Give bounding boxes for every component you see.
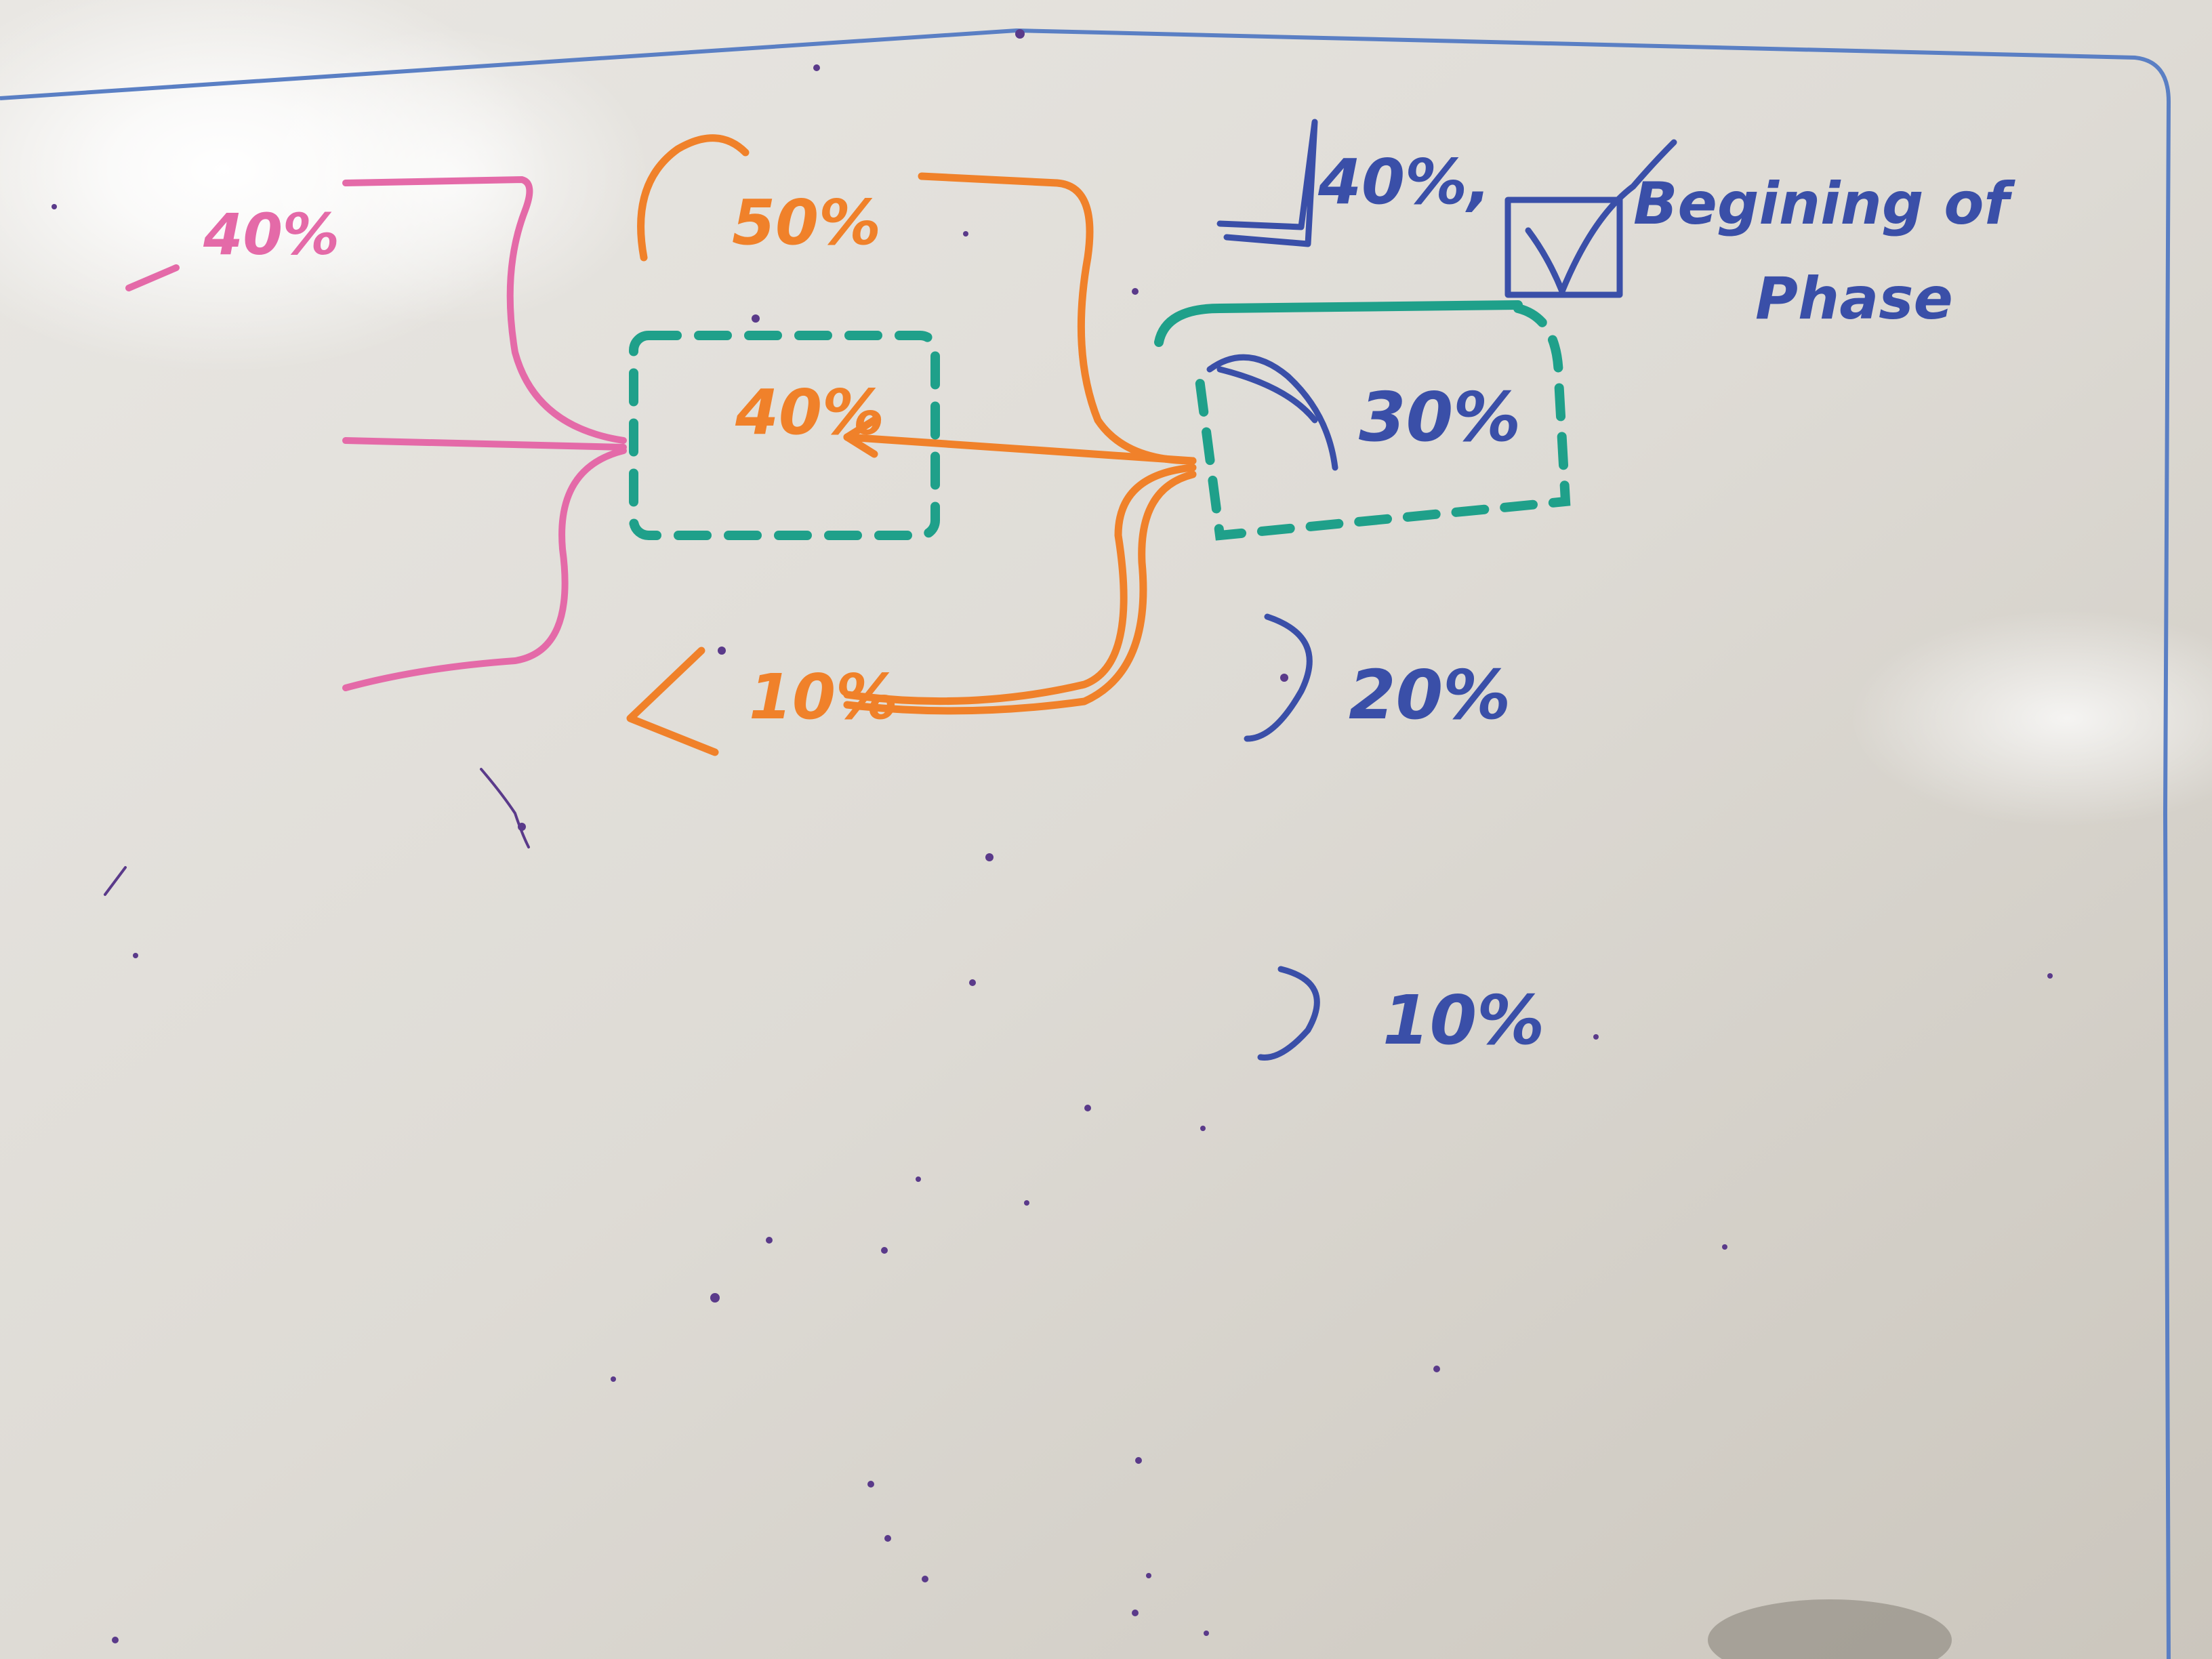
orange-arrows: [626, 134, 1197, 756]
teal-dashed-box-left: [629, 331, 940, 540]
blue-label-20: 20%: [1349, 655, 1511, 735]
orange-label-center-40: 40%: [735, 376, 884, 449]
orange-label-10: 10%: [749, 661, 898, 733]
board-specks: [52, 29, 2053, 1643]
board-frame-line: [0, 28, 2171, 1659]
blue-marks: [1206, 119, 1338, 1061]
orange-label-50: 50%: [732, 186, 881, 259]
board-scratches: [104, 768, 530, 896]
checked-box-icon: [1504, 139, 1677, 298]
note-line-1: Begining of: [1633, 170, 2015, 238]
teal-box-right: [1154, 300, 1571, 541]
light-glare: [1850, 610, 2212, 827]
note-line-2: Phase: [1755, 265, 1953, 333]
blue-label-40: 40%,: [1317, 146, 1491, 218]
pink-label-40: 40%: [203, 201, 340, 268]
blue-label-10: 10%: [1382, 981, 1544, 1060]
blue-label-30: 30%: [1359, 377, 1521, 457]
shadow: [1708, 1599, 1952, 1659]
pink-brace: [125, 176, 627, 691]
light-glare: [244, 27, 651, 325]
